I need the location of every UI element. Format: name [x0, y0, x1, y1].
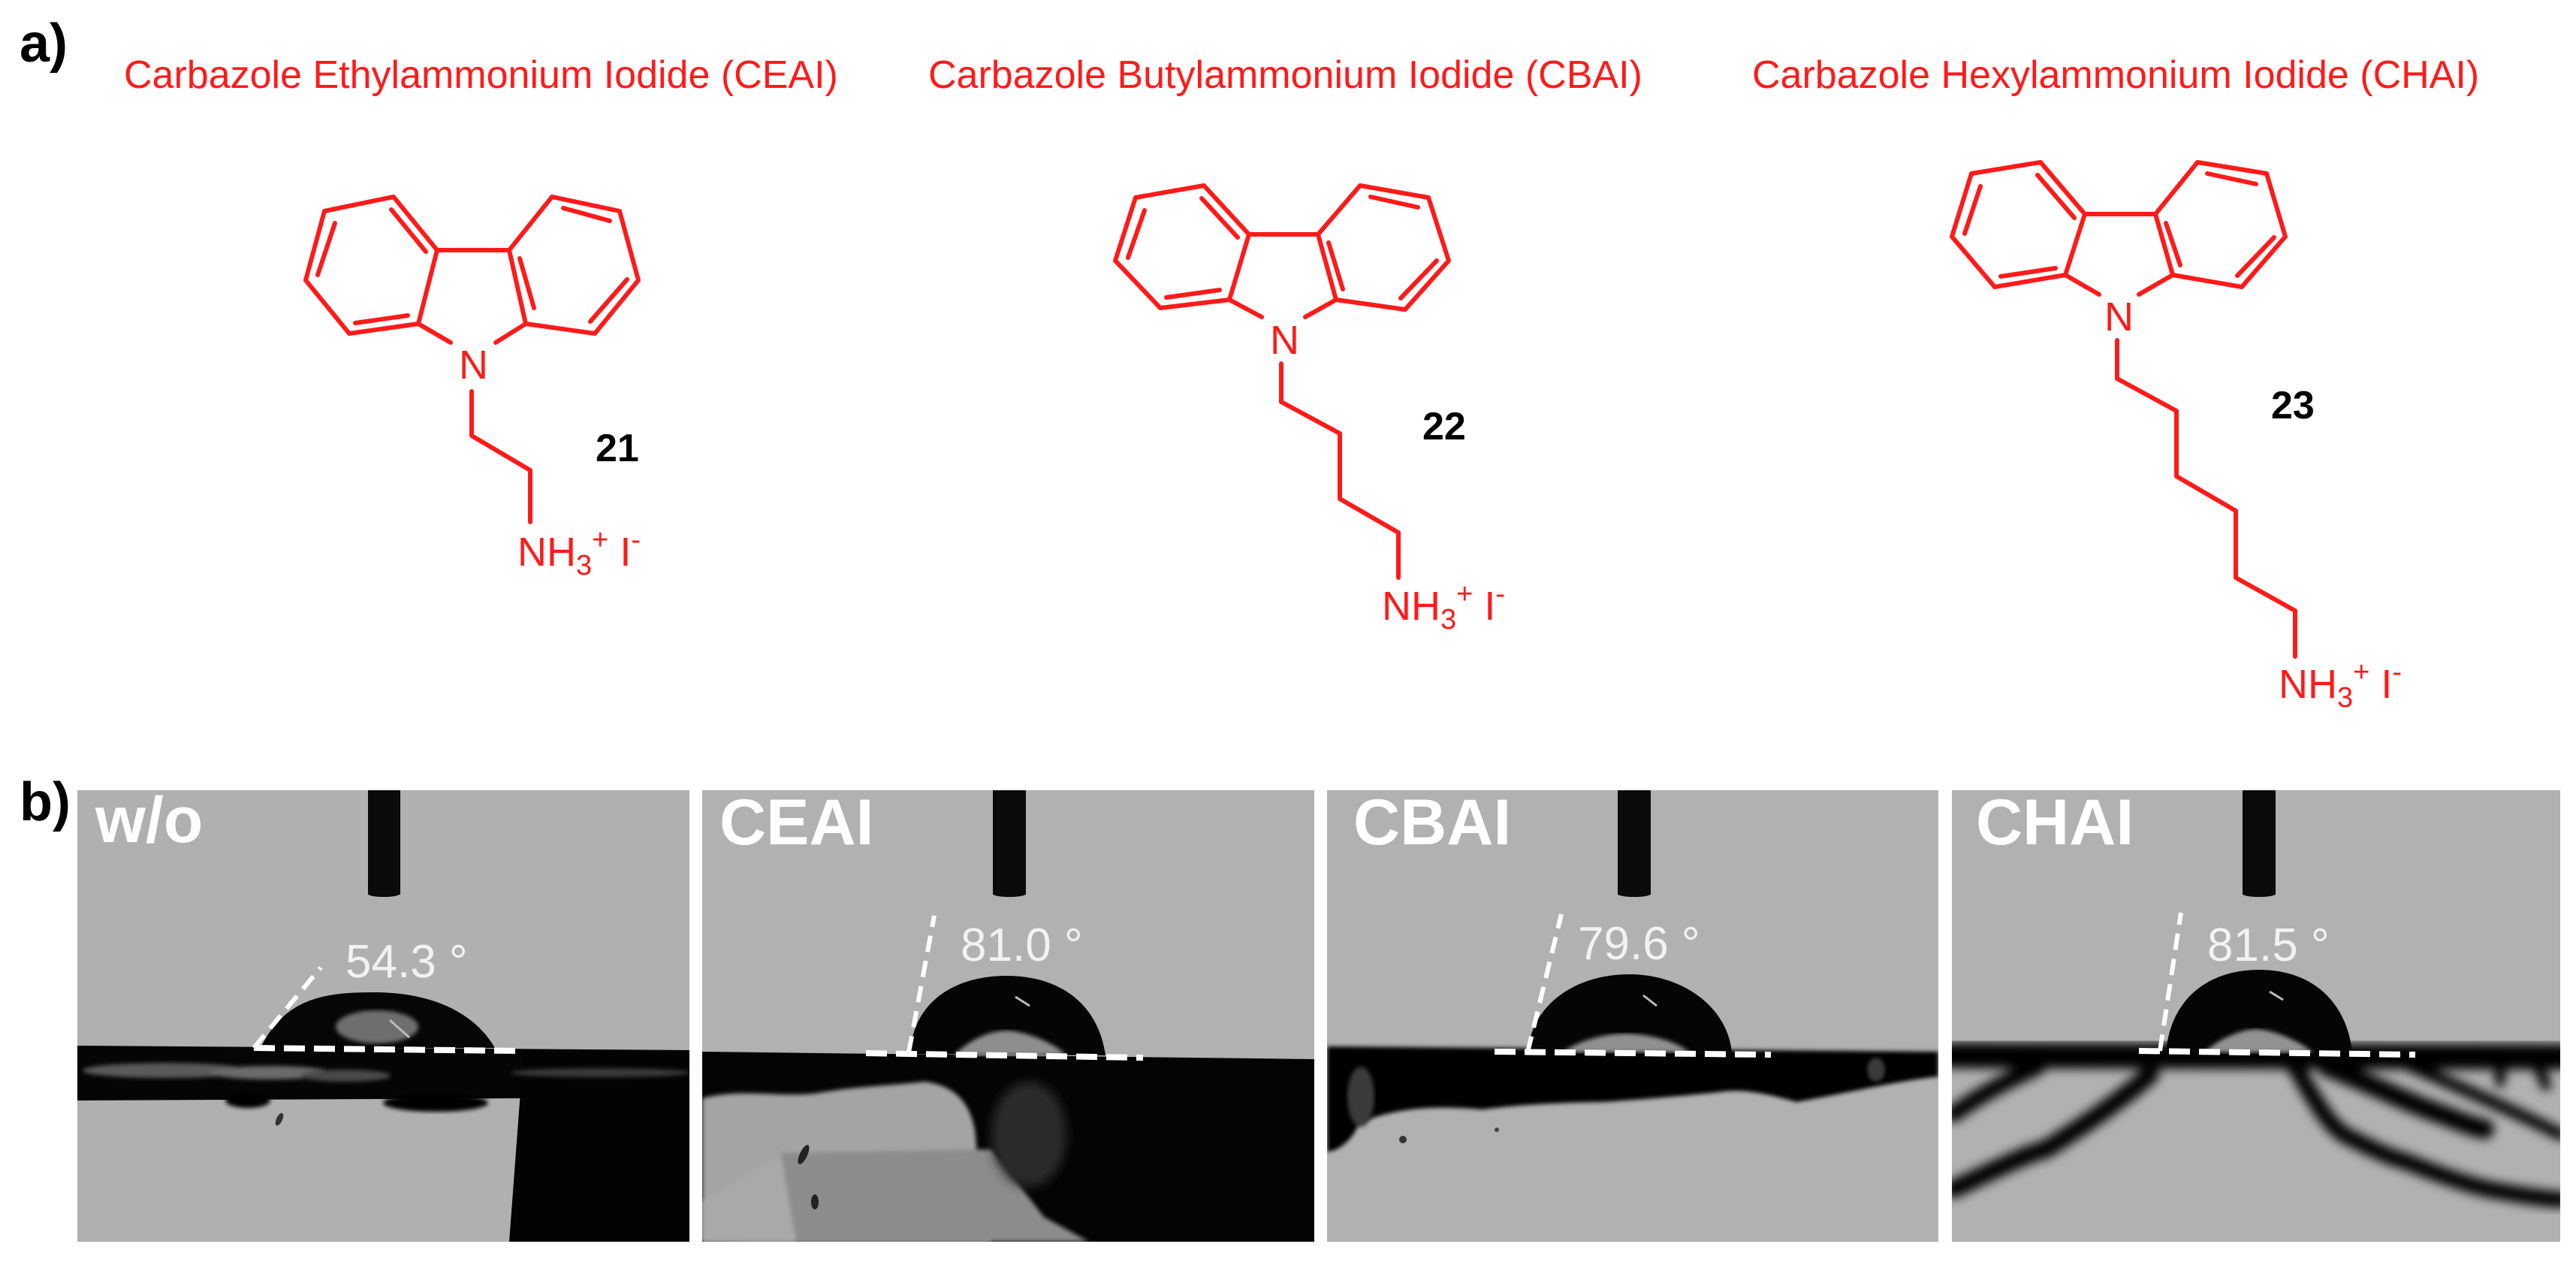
ammonium-iodide-23: NH3+ I- — [2279, 658, 2402, 712]
photo-label-cbai: CBAI — [1353, 786, 1512, 859]
amine-subscript: 3 — [576, 550, 593, 581]
photo-label-chai: CHAI — [1976, 786, 2134, 859]
ammonium-iodide-22: NH3+ I- — [1382, 580, 1505, 634]
compound-title-chai: Carbazole Hexylammonium Iodide (CHAI) — [1752, 53, 2480, 97]
nitrogen-atom-23: N — [2104, 294, 2134, 340]
contact-angle-chai: 81.5 ° — [2207, 919, 2330, 971]
photo-panel-without — [77, 790, 689, 1242]
nitrogen-atom-21: N — [459, 343, 488, 388]
molecule-structures — [303, 160, 2297, 659]
amine-text: NH — [517, 530, 576, 575]
amine-charge: + — [592, 524, 609, 556]
carbazole-structure-cbai — [1113, 183, 1451, 580]
amine-text: NH — [2279, 662, 2337, 707]
photo-panel-cbai — [1327, 790, 1938, 1242]
photo-label-ceai: CEAI — [719, 786, 874, 859]
contact-angle-cbai: 79.6 ° — [1578, 918, 1700, 970]
amine-subscript: 3 — [2337, 682, 2354, 714]
photo-panel-chai — [1952, 790, 2560, 1242]
amine-charge: + — [2353, 657, 2370, 688]
compound-number-22: 22 — [1422, 405, 1466, 448]
ammonium-iodide-21: NH3+ I- — [517, 526, 641, 580]
compound-number-21: 21 — [596, 427, 639, 470]
carbazole-structure-ceai — [303, 195, 641, 524]
photo-label-without: w/o — [95, 784, 204, 856]
counter-ion: I — [1484, 584, 1496, 629]
counter-ion-charge: - — [631, 524, 641, 556]
amine-text: NH — [1382, 584, 1440, 629]
compound-number-23: 23 — [2271, 384, 2315, 427]
amine-charge: + — [1456, 578, 1474, 610]
counter-ion: I — [2381, 662, 2393, 707]
panel-a-label: a) — [20, 14, 68, 74]
compound-title-ceai: Carbazole Ethylammonium Iodide (CEAI) — [124, 53, 838, 97]
photo-panel-ceai — [702, 790, 1314, 1242]
carbazole-structure-chai — [1950, 160, 2297, 659]
contact-angle-without: 54.3 ° — [345, 936, 468, 988]
counter-ion: I — [620, 530, 632, 575]
amine-subscript: 3 — [1440, 604, 1457, 636]
counter-ion-charge: - — [2392, 657, 2403, 688]
panel-b-label: b) — [20, 772, 71, 832]
contact-angle-ceai: 81.0 ° — [961, 919, 1083, 971]
nitrogen-atom-22: N — [1270, 318, 1299, 363]
compound-title-cbai: Carbazole Butylammonium Iodide (CBAI) — [928, 53, 1642, 97]
counter-ion-charge: - — [1495, 578, 1506, 610]
